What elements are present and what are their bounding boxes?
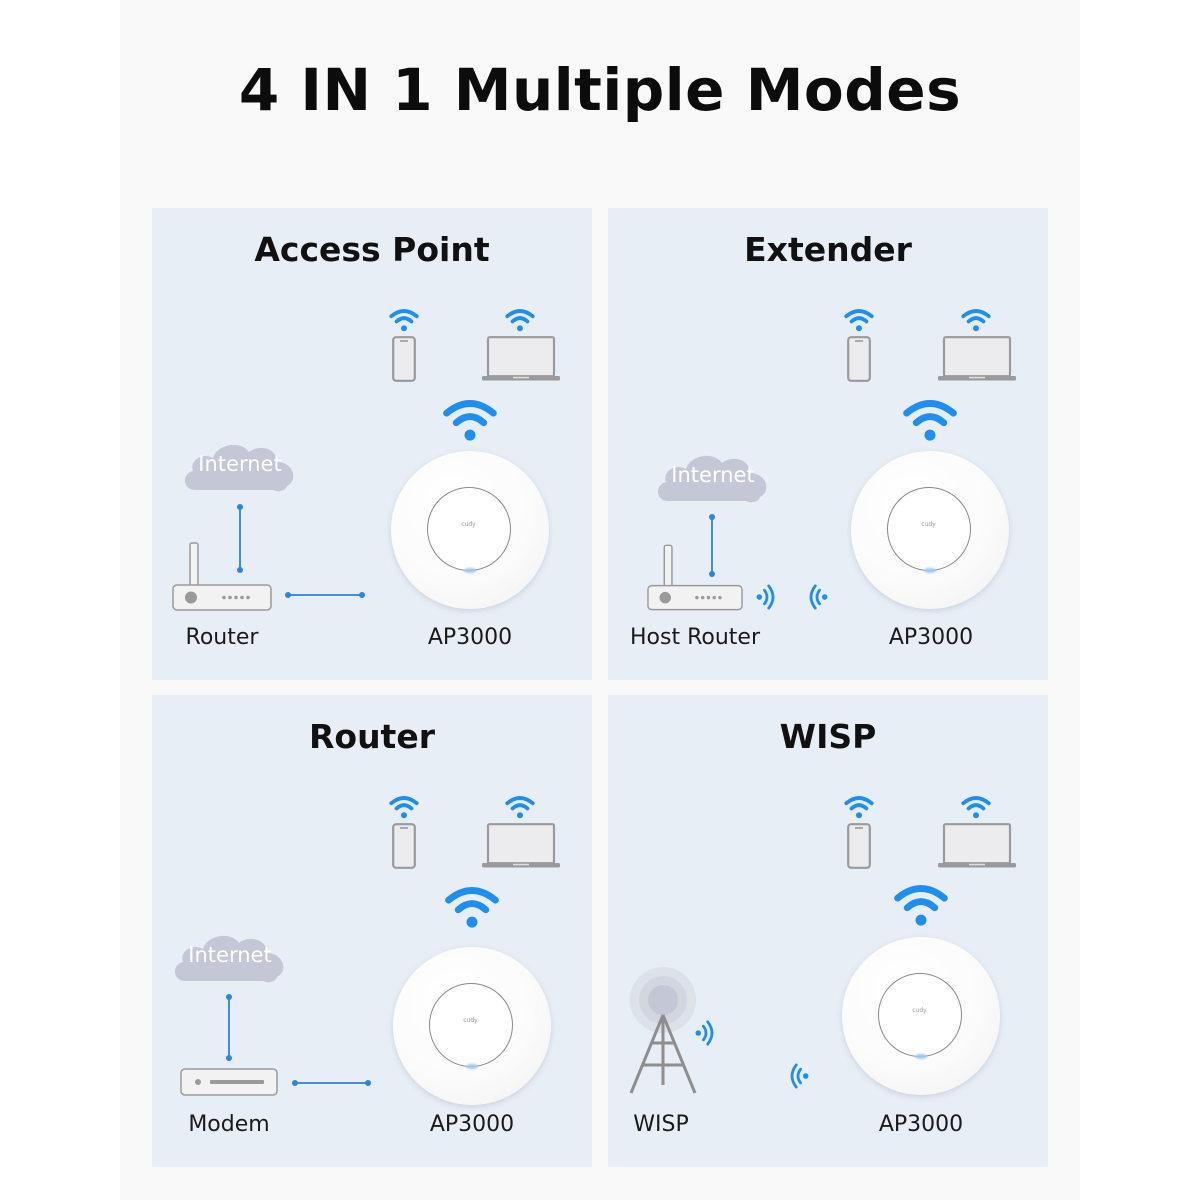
led-indicator (466, 1064, 478, 1069)
connection-dot (237, 567, 243, 573)
wifi-icon (961, 308, 991, 332)
wifi-icon (844, 795, 874, 819)
tower-icon (628, 965, 698, 1095)
wifi-icon (505, 308, 535, 332)
connection-dot (709, 514, 715, 520)
connection-line (228, 998, 230, 1058)
mode-panel-access-point: Access Point cudy Internet Router AP3000 (152, 208, 592, 680)
page-title: 4 IN 1 Multiple Modes (238, 56, 962, 124)
router-icon (647, 543, 743, 611)
ap3000-device: cudy (393, 947, 551, 1105)
ap-logo: cudy (463, 1017, 478, 1024)
led-indicator (924, 568, 936, 573)
modem-icon (180, 1068, 278, 1096)
connection-dot (292, 1080, 298, 1086)
laptop-icon (482, 336, 560, 382)
mode-title: Access Point (254, 230, 490, 269)
wifi-icon (893, 883, 949, 927)
connection-dot (365, 1080, 371, 1086)
device-label: AP3000 (429, 1112, 515, 1137)
mode-panel-router: Router cudy Internet Modem AP3000 (152, 695, 592, 1167)
internet-cloud: Internet (181, 440, 299, 496)
connection-dot (285, 592, 291, 598)
wifi-icon (844, 308, 874, 332)
connection-dot (709, 571, 715, 577)
connection-dot (226, 994, 232, 1000)
wifi-icon (444, 885, 500, 929)
phone-icon (392, 823, 416, 869)
wifi-icon (442, 398, 498, 442)
wifi-icon (389, 308, 419, 332)
wireless-signal-icon (786, 1061, 810, 1091)
connection-line (239, 508, 241, 570)
device-label: AP3000 (878, 1112, 964, 1137)
device-label: AP3000 (888, 625, 974, 650)
mode-panel-wisp: WISP cudy WISP AP3000 (608, 695, 1048, 1167)
connection-dot (237, 504, 243, 510)
wifi-icon (389, 795, 419, 819)
laptop-icon (938, 823, 1016, 869)
wireless-signal-icon (805, 582, 829, 612)
mode-title: Extender (744, 230, 912, 269)
device-label: AP3000 (427, 625, 513, 650)
ap-logo: cudy (912, 1007, 927, 1014)
phone-icon (847, 336, 871, 382)
connection-line (294, 1082, 368, 1084)
cloud-label: Internet (188, 943, 272, 967)
phone-icon (847, 823, 871, 869)
source-label: Router (185, 625, 259, 650)
wireless-signal-icon (694, 1018, 718, 1048)
source-label: Host Router (630, 625, 760, 650)
laptop-icon (482, 823, 560, 869)
internet-cloud: Internet (171, 931, 289, 987)
laptop-icon (938, 336, 1016, 382)
connection-line (711, 518, 713, 574)
mode-title: Router (308, 717, 435, 756)
wireless-signal-icon (755, 582, 779, 612)
led-indicator (464, 568, 476, 573)
ap3000-device: cudy (851, 451, 1009, 609)
wifi-icon (961, 795, 991, 819)
ap-logo: cudy (921, 521, 936, 528)
phone-icon (392, 336, 416, 382)
ap3000-device: cudy (391, 451, 549, 609)
cloud-label: Internet (198, 452, 282, 476)
connection-dot (359, 592, 365, 598)
wifi-icon (902, 398, 958, 442)
ap3000-device: cudy (842, 937, 1000, 1095)
source-label: Modem (188, 1112, 270, 1137)
connection-dot (226, 1055, 232, 1061)
router-icon (172, 541, 272, 611)
cloud-label: Internet (671, 463, 755, 487)
source-label: WISP (633, 1112, 689, 1137)
internet-cloud: Internet (654, 451, 772, 507)
ap-logo: cudy (461, 521, 476, 528)
mode-title: WISP (779, 717, 877, 756)
led-indicator (915, 1054, 927, 1059)
connection-line (288, 594, 362, 596)
mode-panel-extender: Extender cudy Internet Host Router AP300… (608, 208, 1048, 680)
wifi-icon (505, 795, 535, 819)
